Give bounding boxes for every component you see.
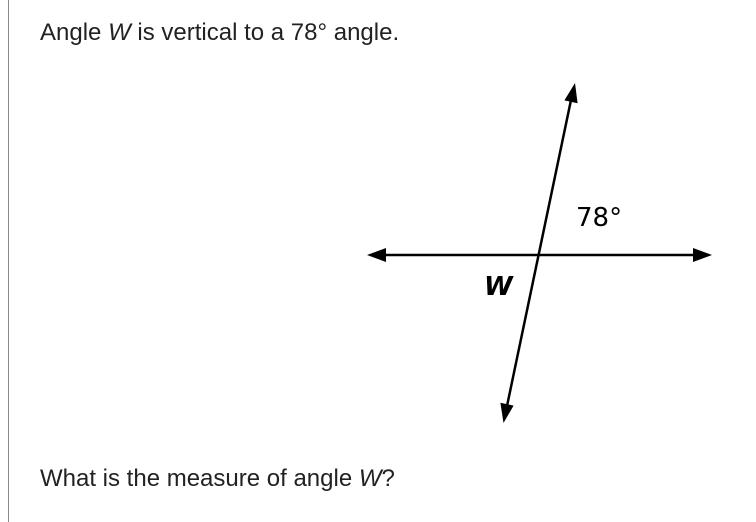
prompt-text-start: Angle	[40, 19, 109, 46]
horizontal-line-left-arrowhead	[367, 248, 386, 262]
slanted-line-top-arrowhead	[564, 83, 578, 104]
question-prompt: What is the measure of angle W?	[40, 464, 395, 494]
prompt-text-end: is vertical to a 78° angle.	[130, 19, 400, 46]
given-angle-label: 78°	[576, 203, 622, 233]
slanted-line-bottom-arrowhead	[500, 402, 514, 423]
left-border	[0, 0, 9, 522]
slanted-line	[505, 99, 573, 407]
question-text-end: ?	[381, 465, 395, 492]
angle-variable: W	[108, 19, 131, 46]
unknown-angle-label: W	[484, 272, 514, 302]
question-text-start: What is the measure of angle	[40, 465, 359, 492]
horizontal-line-right-arrowhead	[693, 248, 712, 262]
problem-statement: Angle W is vertical to a 78° angle.	[40, 18, 399, 48]
question-variable: W	[358, 465, 382, 492]
